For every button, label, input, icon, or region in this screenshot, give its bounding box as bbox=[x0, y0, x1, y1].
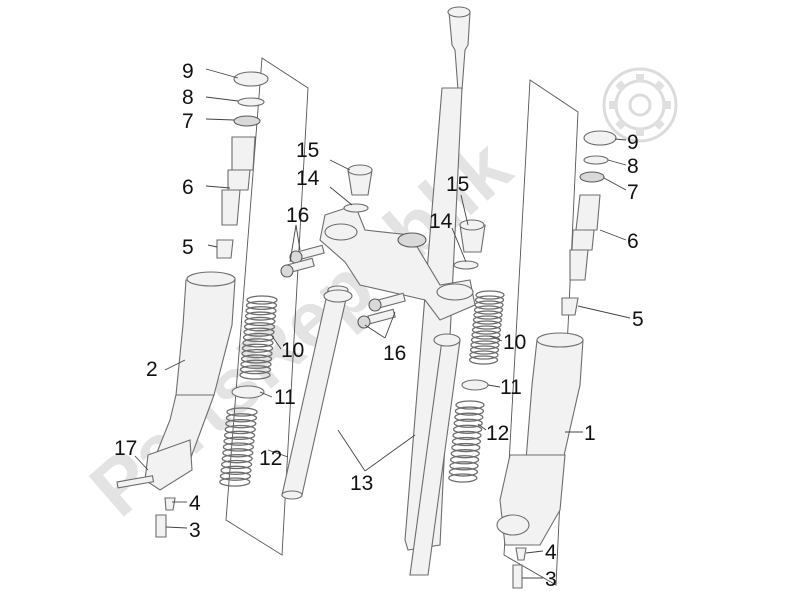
spring-coil bbox=[244, 316, 276, 327]
spring-coil bbox=[244, 311, 277, 321]
spring-washers bbox=[231, 379, 489, 399]
callout-14-left: 14 bbox=[296, 167, 320, 190]
spring-coil bbox=[454, 406, 485, 416]
callout-7-right: 7 bbox=[627, 181, 639, 204]
spring-coil bbox=[220, 459, 253, 470]
spring-coil bbox=[454, 412, 484, 422]
callouts: 9 8 7 6 5 2 17 4 3 15 14 16 10 11 12 13 … bbox=[114, 60, 644, 591]
spring-coil bbox=[471, 330, 501, 340]
spring-coil bbox=[226, 407, 258, 417]
callout-4-left: 4 bbox=[189, 492, 201, 515]
right-fork-leg bbox=[496, 130, 617, 589]
assembly-guides bbox=[225, 57, 579, 586]
left-fork-leg bbox=[116, 71, 269, 538]
spring-coil bbox=[223, 436, 255, 446]
callout-11-left: 11 bbox=[274, 386, 296, 409]
spring-coil bbox=[223, 430, 256, 440]
callout-17: 17 bbox=[114, 437, 137, 460]
callout-10-right: 10 bbox=[503, 331, 526, 354]
callout-11-right: 11 bbox=[500, 376, 522, 399]
callout-14-right: 14 bbox=[429, 210, 453, 233]
leader-lines bbox=[134, 68, 631, 579]
spring-coil bbox=[452, 430, 482, 441]
callout-12-left: 12 bbox=[259, 447, 282, 470]
spring-coil bbox=[243, 327, 275, 337]
spring-coil bbox=[451, 436, 482, 447]
spring-coil bbox=[221, 454, 253, 464]
callout-12-right: 12 bbox=[486, 422, 509, 445]
spring-coil bbox=[222, 448, 254, 458]
spring-coil bbox=[242, 338, 274, 348]
spring-coil bbox=[450, 449, 480, 459]
callout-4-right: 4 bbox=[545, 541, 557, 564]
spring-coil bbox=[449, 461, 479, 471]
callout-1: 1 bbox=[584, 422, 596, 445]
spring-coil bbox=[224, 424, 256, 435]
callout-3-left: 3 bbox=[189, 519, 201, 542]
spring-coil bbox=[240, 354, 273, 364]
spring-coil bbox=[245, 306, 277, 316]
spring-coil bbox=[448, 473, 478, 483]
callout-16-right: 16 bbox=[383, 342, 406, 365]
spring-coil bbox=[451, 442, 481, 453]
spring-coil bbox=[246, 295, 278, 305]
callout-9-left: 9 bbox=[182, 60, 194, 83]
left-top-cap bbox=[343, 164, 373, 213]
spring-coil bbox=[220, 465, 252, 475]
spring-coil bbox=[470, 340, 500, 350]
callout-6-left: 6 bbox=[182, 176, 194, 199]
callout-2: 2 bbox=[146, 358, 158, 381]
spring-coil bbox=[219, 477, 251, 487]
spring-coil bbox=[225, 419, 257, 429]
callout-8-left: 8 bbox=[182, 86, 194, 109]
steering-stem-clamp bbox=[319, 204, 476, 347]
callout-5-left: 5 bbox=[182, 236, 194, 259]
spring-coil bbox=[473, 305, 504, 315]
spring-coil bbox=[472, 320, 502, 330]
spring-coil bbox=[239, 370, 271, 380]
callout-7-left: 7 bbox=[182, 110, 194, 133]
spring-coil bbox=[241, 343, 274, 353]
spring-coil bbox=[448, 467, 479, 477]
spring-coil bbox=[225, 413, 258, 423]
callout-13: 13 bbox=[350, 472, 373, 495]
spring-coil bbox=[474, 295, 505, 305]
callout-6-right: 6 bbox=[627, 230, 639, 253]
spring-coil bbox=[469, 350, 499, 360]
spring-coil bbox=[240, 359, 272, 369]
left-lower-spring bbox=[219, 407, 258, 487]
spring-coil bbox=[452, 424, 483, 434]
spring-coil bbox=[222, 442, 255, 452]
left-main-spring bbox=[239, 295, 278, 380]
spring-coil bbox=[239, 364, 272, 375]
spring-coil bbox=[245, 300, 278, 311]
callout-15-left: 15 bbox=[296, 139, 319, 162]
spring-coil bbox=[453, 418, 483, 428]
spring-coil bbox=[455, 400, 485, 410]
spring-coil bbox=[475, 290, 505, 300]
spring-coil bbox=[449, 455, 480, 465]
spring-coil bbox=[474, 300, 504, 310]
callout-9-right: 9 bbox=[627, 131, 639, 154]
spring-coil bbox=[473, 310, 503, 320]
spring-coil bbox=[469, 345, 500, 355]
spring-coil bbox=[241, 348, 273, 359]
right-lower-spring bbox=[448, 400, 485, 483]
spring-coil bbox=[243, 322, 276, 332]
callout-3-right: 3 bbox=[545, 568, 557, 591]
gear-icon bbox=[602, 67, 678, 143]
callout-8-right: 8 bbox=[627, 155, 639, 178]
spring-coil bbox=[472, 315, 503, 325]
callout-5-right: 5 bbox=[632, 308, 644, 331]
spring-coil bbox=[471, 325, 502, 335]
spring-coil bbox=[219, 471, 252, 481]
callout-16-left: 16 bbox=[286, 204, 309, 227]
callout-10-left: 10 bbox=[281, 339, 304, 362]
clamp-bolts bbox=[280, 244, 406, 329]
spring-coil bbox=[468, 355, 499, 365]
callout-15-right: 15 bbox=[446, 173, 469, 196]
